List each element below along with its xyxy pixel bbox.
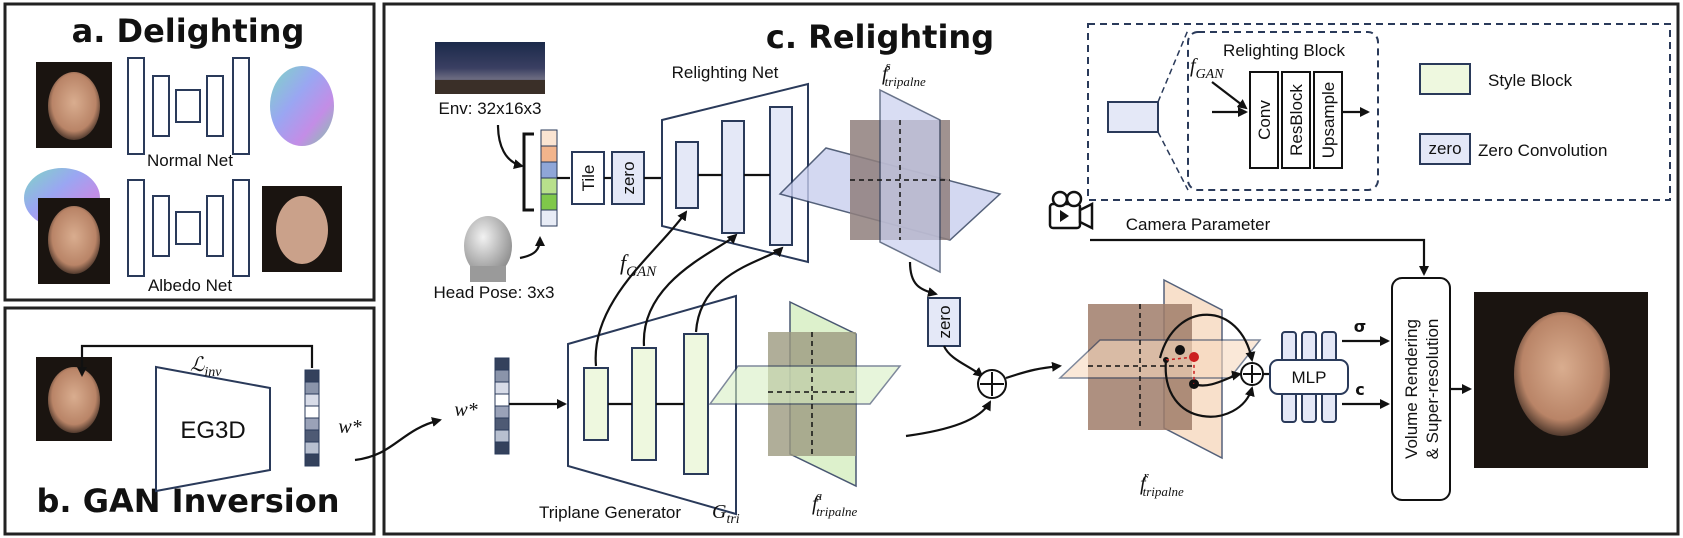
relit-feature-triplane [1058,278,1262,460]
zero-conv-block-1: zero [611,151,645,205]
env-label: Env: 32x16x3 [438,99,541,118]
latent-code-vector-1 [304,369,320,467]
sample-arrow-3 [1164,359,1255,418]
head-pose-icon [464,216,512,282]
relighting-net-block-3 [769,106,793,246]
albedo-face-image [262,186,342,272]
style-block-1 [583,367,609,441]
relighting-title: c. Relighting [766,18,994,56]
relighting-net-block-2 [721,120,745,234]
albedo-feature-triplane [708,300,902,488]
legend-f-gan-label: fGAN [1190,55,1224,82]
input-face-photo-2 [24,168,110,284]
camera-icon [1048,190,1094,231]
relighting-net-label: Relighting Net [672,63,779,82]
triplane-generator-label: Triplane Generator [539,503,681,522]
w-star-transfer-arrow [354,417,442,462]
environment-map-image [435,42,545,94]
relit-output-face-image [1474,292,1648,468]
legend-upsample-label: Upsample [1319,82,1338,159]
eg3d-label: EG3D [180,417,245,444]
zero-label-1: zero [619,161,638,194]
tile-label: Tile [579,165,598,192]
zero-to-add-arrow [942,345,984,378]
legend-upsample-box [1313,71,1343,169]
legend-zero-convolution-label: Zero Convolution [1478,141,1607,160]
legend-conv-box [1249,71,1279,169]
env-arrow [496,124,524,170]
camera-parameter-label: Camera Parameter [1126,215,1271,234]
legend-f-gan-arrow [1211,81,1248,110]
f-gan-arrow-1 [594,210,688,367]
legend-zoom-line-1 [1157,29,1189,103]
legend-resblock-label: ResBlock [1287,84,1306,156]
zero-label-2: zero [935,305,954,338]
mlp-label: MLP [1292,368,1327,387]
volume-rendering-label-1: Volume Rendering [1402,319,1421,459]
feature-add-node [977,369,1007,399]
relighting-block-detail [1187,31,1379,191]
legend-conv-label: Conv [1255,100,1274,140]
concat-bracket [522,132,534,212]
delighting-panel [3,2,376,302]
head-pose-arrow [519,236,545,260]
legend-zero-conv-swatch [1419,133,1471,165]
legend-zoom-line-2 [1157,131,1189,191]
sigma-label: σ [1354,317,1366,336]
relighting-block-label: Relighting Block [1223,41,1345,60]
add-to-relit-arrow [1005,361,1062,380]
f-gan-arrow-3 [694,246,784,333]
color-label: c [1355,380,1364,399]
legend-relighting-block-icon [1107,101,1159,133]
gan-inversion-title: b. GAN Inversion [37,482,340,520]
volume-rendering-label-2: & Super-resolution [1423,319,1442,460]
style-feature-triplane [778,88,1002,274]
w-star-label-2: w* [454,399,477,421]
sample-arrow-2 [1193,370,1242,387]
latent-code-vector-2 [494,357,510,455]
sample-add-node [1240,362,1264,386]
legend-box [1087,23,1671,201]
inversion-face-photo [36,357,112,441]
style-block-2 [631,347,657,461]
f-gan-arrow-2 [642,233,738,347]
normal-net-diagram [127,57,250,155]
legend-zero-swatch-label: zero [1428,139,1461,158]
f-gan-label: fGAN [620,250,657,280]
normal-net-label: Normal Net [147,151,233,170]
inversion-loss-label: ℒinv [190,354,222,380]
relighting-panel [382,2,1680,536]
legend-style-block-swatch [1419,63,1471,95]
volume-rendering-block: Volume Rendering & Super-resolution [1391,277,1451,501]
albedo-net-diagram [127,179,250,277]
legend-style-block-label: Style Block [1488,71,1573,90]
style-to-zero-arrow [908,261,938,297]
delighting-title: a. Delighting [72,12,305,50]
input-face-photo-1 [36,62,112,148]
sample-arrow-1 [1158,313,1256,362]
condition-vector [540,129,558,227]
style-block-3 [683,333,709,475]
mlp-block: MLP [1269,331,1349,423]
eg3d-generator-shape [155,365,271,493]
albedo-net-label: Albedo Net [148,276,232,295]
g-tri-label: Gtri [712,501,740,527]
legend-resblock-box [1281,71,1311,169]
inversion-loss-arrow [77,344,314,377]
zero-conv-block-2: zero [927,297,961,347]
relighting-net-block-1 [675,141,699,209]
head-pose-label: Head Pose: 3x3 [434,283,555,302]
w-star-label-1: w* [338,416,361,438]
albedo-to-add-arrow [905,400,991,438]
camera-parameter-arrow [1090,238,1429,276]
tile-block: Tile [571,151,605,205]
gan-inversion-panel [3,306,376,536]
normal-map-image [262,62,342,148]
